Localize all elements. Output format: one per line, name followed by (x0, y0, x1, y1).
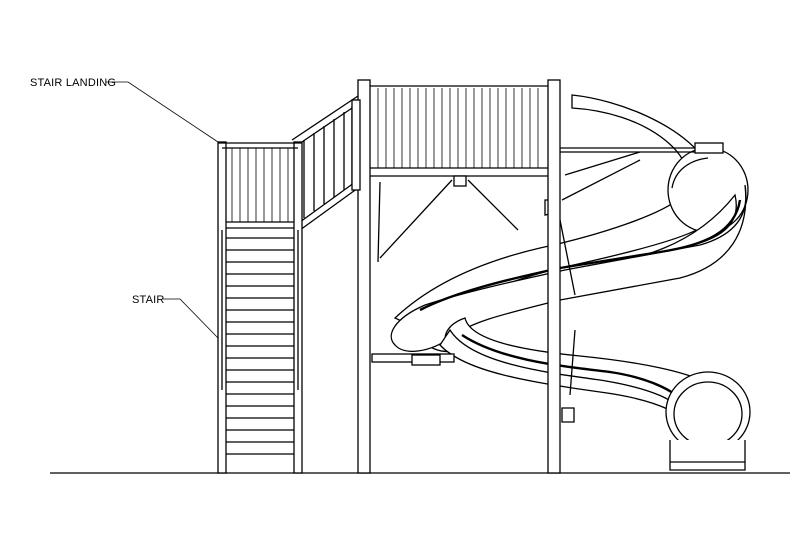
support-diagonal-b (561, 159, 641, 201)
slide-middle-tube-body (390, 184, 747, 352)
ramp-deck (299, 179, 359, 223)
support-vertical-lower (569, 329, 576, 396)
stair-landing (217, 141, 303, 474)
stair (221, 230, 299, 455)
ramp-deck-2 (299, 187, 359, 231)
support-diagonal-a (564, 151, 641, 176)
tower-brace-left (379, 179, 453, 259)
slide-exit-base (669, 440, 746, 471)
tower-post-left (357, 79, 371, 474)
callout-stair-landing-leader (106, 81, 219, 143)
stair-treads (226, 237, 294, 455)
landing-balusters (231, 148, 289, 222)
spiral-slide (390, 94, 751, 471)
support-vertical-upper (559, 219, 576, 296)
tower-brace-plate (453, 175, 467, 187)
slide-upper-tube-end (667, 147, 749, 233)
ramp-top-rail-2 (295, 103, 359, 147)
tower-railing-balusters (377, 88, 539, 168)
callout-stair-landing-text: STAIR LANDING (30, 77, 116, 89)
callout-stair: STAIR (132, 294, 219, 339)
mid-support-bracket (411, 354, 441, 366)
ramp-connector (351, 99, 361, 191)
slide-upper-tube-inner (671, 157, 709, 189)
tower-brace-right (467, 179, 519, 231)
callout-stair-landing: STAIR LANDING (30, 77, 219, 143)
upper-support-bracket (694, 142, 724, 154)
callout-stair-leader (163, 298, 219, 339)
tower-post-right (547, 79, 561, 474)
ramp-top-rail (291, 95, 359, 141)
main-tower (357, 79, 561, 474)
tower-brace-short (377, 181, 381, 263)
support-clamp-lower (561, 407, 575, 423)
callout-stair-text: STAIR (132, 294, 165, 306)
ramp-walkway (291, 95, 361, 231)
